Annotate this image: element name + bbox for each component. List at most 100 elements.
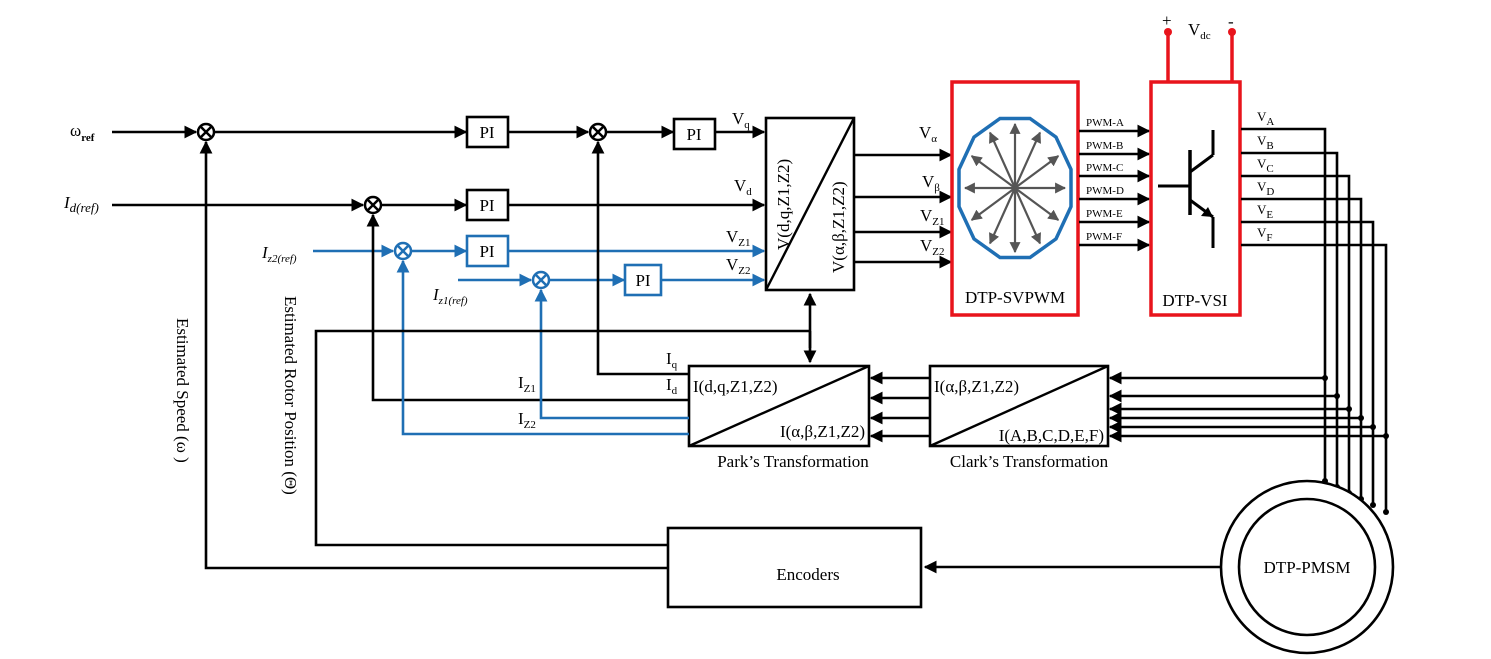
estimated-speed-label: Estimated Speed (ω ) [173,318,192,463]
vz1-label: VZ1 [726,227,751,249]
sum-junction-id [363,195,383,215]
svg-text:PI: PI [479,123,494,142]
inverse-park-output-label: V(α,β,Z1,Z2) [829,181,848,273]
junction-dot [1383,433,1389,439]
pwm-label: PWM-D [1086,185,1124,197]
iq-feedback-line [591,140,689,376]
clark-transform-block: I(α,β,Z1,Z2) I(A,B,C,D,E,F) Clark’s Tran… [928,364,1110,471]
sum-junction-speed [196,122,216,142]
iz1-ref-label: Iz1(ref) [432,285,468,307]
iz2-label: IZ2 [518,409,536,431]
junction-dot [1383,509,1389,515]
vbeta-label: Vβ [922,172,940,194]
pi-block-id: PI [465,188,510,222]
svpwm-vector [1014,155,1060,189]
pi-block-iq: PI [672,117,717,151]
speed-feedback-line [199,140,668,570]
park-caption: Park’s Transformation [717,452,869,471]
phase-line [1241,151,1339,487]
pwm-label: PWM-C [1086,162,1123,174]
svpwm-dodecagon [957,116,1073,260]
svg-text:PI: PI [479,196,494,215]
clark-caption: Clark’s Transformation [950,452,1109,471]
igbt-icon [1158,130,1215,248]
svpwm-vector [1013,187,1042,245]
phase-label: VF [1257,225,1273,244]
id-label: Id [666,375,678,397]
estimated-position-label: Estimated Rotor Position (Θ) [281,296,300,495]
vq-label: Vq [732,109,750,131]
dc-negative-terminal [1228,28,1236,36]
junction-dot [1334,393,1340,399]
clark-bottom-label: I(A,B,C,D,E,F) [999,426,1104,445]
dc-positive-terminal [1164,28,1172,36]
park-top-label: I(d,q,Z1,Z2) [693,377,778,396]
pwm-label: PWM-A [1086,117,1124,129]
valpha-label: Vα [919,123,937,145]
vdc-label: Vdc [1188,20,1211,42]
svpwm-title: DTP-SVPWM [965,288,1065,307]
vz2-label: VZ2 [726,255,751,277]
phase-label: VB [1257,133,1274,152]
encoders-label: Encoders [776,565,839,584]
phase-label: VA [1257,109,1274,128]
svpwm-vector [1013,131,1042,189]
iz1-label: IZ1 [518,373,536,395]
junction-dot [1322,375,1328,381]
svpwm-vector [970,187,1016,221]
svpwm-vector [1014,187,1060,221]
rotor-position-line [314,329,810,547]
phase-label: VD [1257,179,1274,198]
vsi-block: DTP-VSI [1149,80,1242,317]
park-transform-block: I(d,q,Z1,Z2) I(α,β,Z1,Z2) Park’s Transfo… [687,364,871,471]
pwm-label: PWM-B [1086,140,1123,152]
pwm-label: PWM-F [1086,231,1122,243]
junction-dot [1370,424,1376,430]
sum-junction-iz2 [393,241,413,261]
omega-ref-label: ωref [70,121,95,144]
dc-minus-sign: - [1228,12,1234,31]
vsi-title: DTP-VSI [1162,291,1228,310]
encoders-block: Encoders [666,526,923,609]
id-ref-label: Id(ref) [63,193,99,215]
phase-line [1241,174,1351,493]
phase-line [1241,197,1363,499]
svg-text:PI: PI [686,125,701,144]
svpwm-vector [970,155,1016,189]
junction-dot [1346,406,1352,412]
svpwm-vector [988,131,1017,189]
park-bottom-label: I(α,β,Z1,Z2) [780,422,865,441]
svg-text:PI: PI [635,271,650,290]
pi-block-iz2: PI [465,234,510,268]
vz2b-label: VZ2 [920,236,945,258]
inverse-park-input-label: V(d,q,Z1,Z2) [774,159,793,250]
svpwm-vector [988,187,1017,245]
pwm-label: PWM-E [1086,208,1123,220]
motor-dtp-pmsm: DTP-PMSM [1219,479,1395,655]
svpwm-block: DTP-SVPWM [950,80,1080,317]
vd-label: Vd [734,176,752,198]
inverse-park-block: V(d,q,Z1,Z2) V(α,β,Z1,Z2) [764,116,856,292]
iz2-ref-label: Iz2(ref) [261,243,297,265]
iq-label: Iq [666,349,678,371]
pwm-signal-lines: PWM-A PWM-B PWM-C PWM-D PWM-E PWM-F [1079,117,1151,252]
vz1b-label: VZ1 [920,206,945,228]
sum-junction-iq [588,122,608,142]
pi-block-speed: PI [465,115,510,149]
svg-text:PI: PI [479,242,494,261]
id-feedback-line [366,213,689,402]
sum-junction-iz1 [531,270,551,290]
iz2-feedback-line [396,259,689,436]
junction-dot [1358,415,1364,421]
iz1-feedback-line [534,288,689,420]
phase-label: VC [1257,156,1274,175]
phase-line [1241,243,1388,512]
junction-dot [1370,502,1376,508]
dc-plus-sign: + [1162,11,1172,30]
clark-top-label: I(α,β,Z1,Z2) [934,377,1019,396]
pi-block-iz1: PI [623,263,663,297]
phase-line [1241,127,1327,481]
phase-line [1241,220,1375,505]
